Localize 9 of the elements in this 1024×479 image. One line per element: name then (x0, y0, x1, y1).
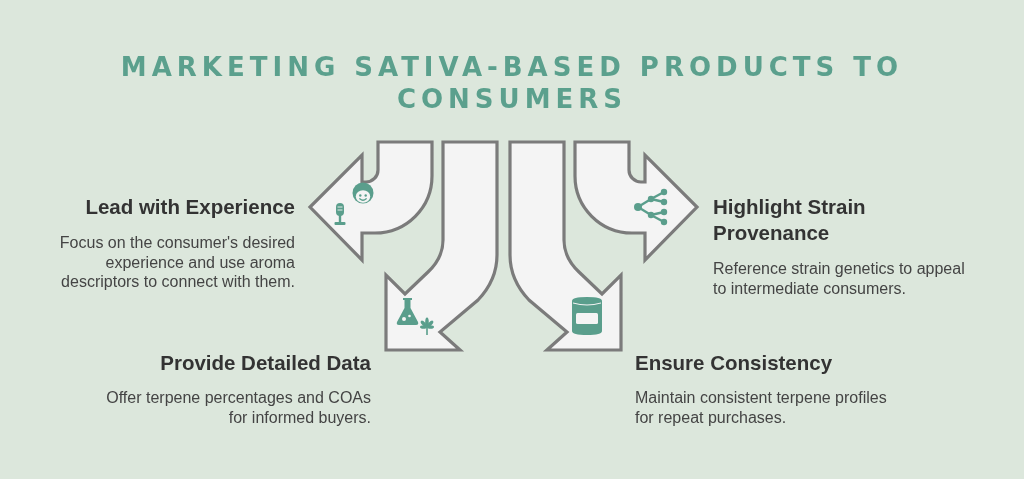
description-text: Offer terpene percentages and COAs for informed buyers. (105, 388, 371, 427)
diagram-title: MARKETING SATIVA-BASED PRODUCTS TO CONSUMERS (119, 51, 905, 115)
section-heading: Provide Detailed Data (159, 350, 371, 376)
description-text: Maintain consistent terpene profiles for repeat purchases. (635, 388, 888, 427)
description-text: Focus on the consumer's desired experience and use aroma descriptors to connect with them. (58, 233, 295, 292)
description-text: Reference strain genetics to appeal to intermediate consumers. (713, 259, 966, 298)
section-heading: Ensure Consistency (635, 350, 834, 376)
section-heading: Highlight Strain Provenance (713, 194, 867, 246)
section-heading: Lead with Experience (84, 194, 295, 220)
